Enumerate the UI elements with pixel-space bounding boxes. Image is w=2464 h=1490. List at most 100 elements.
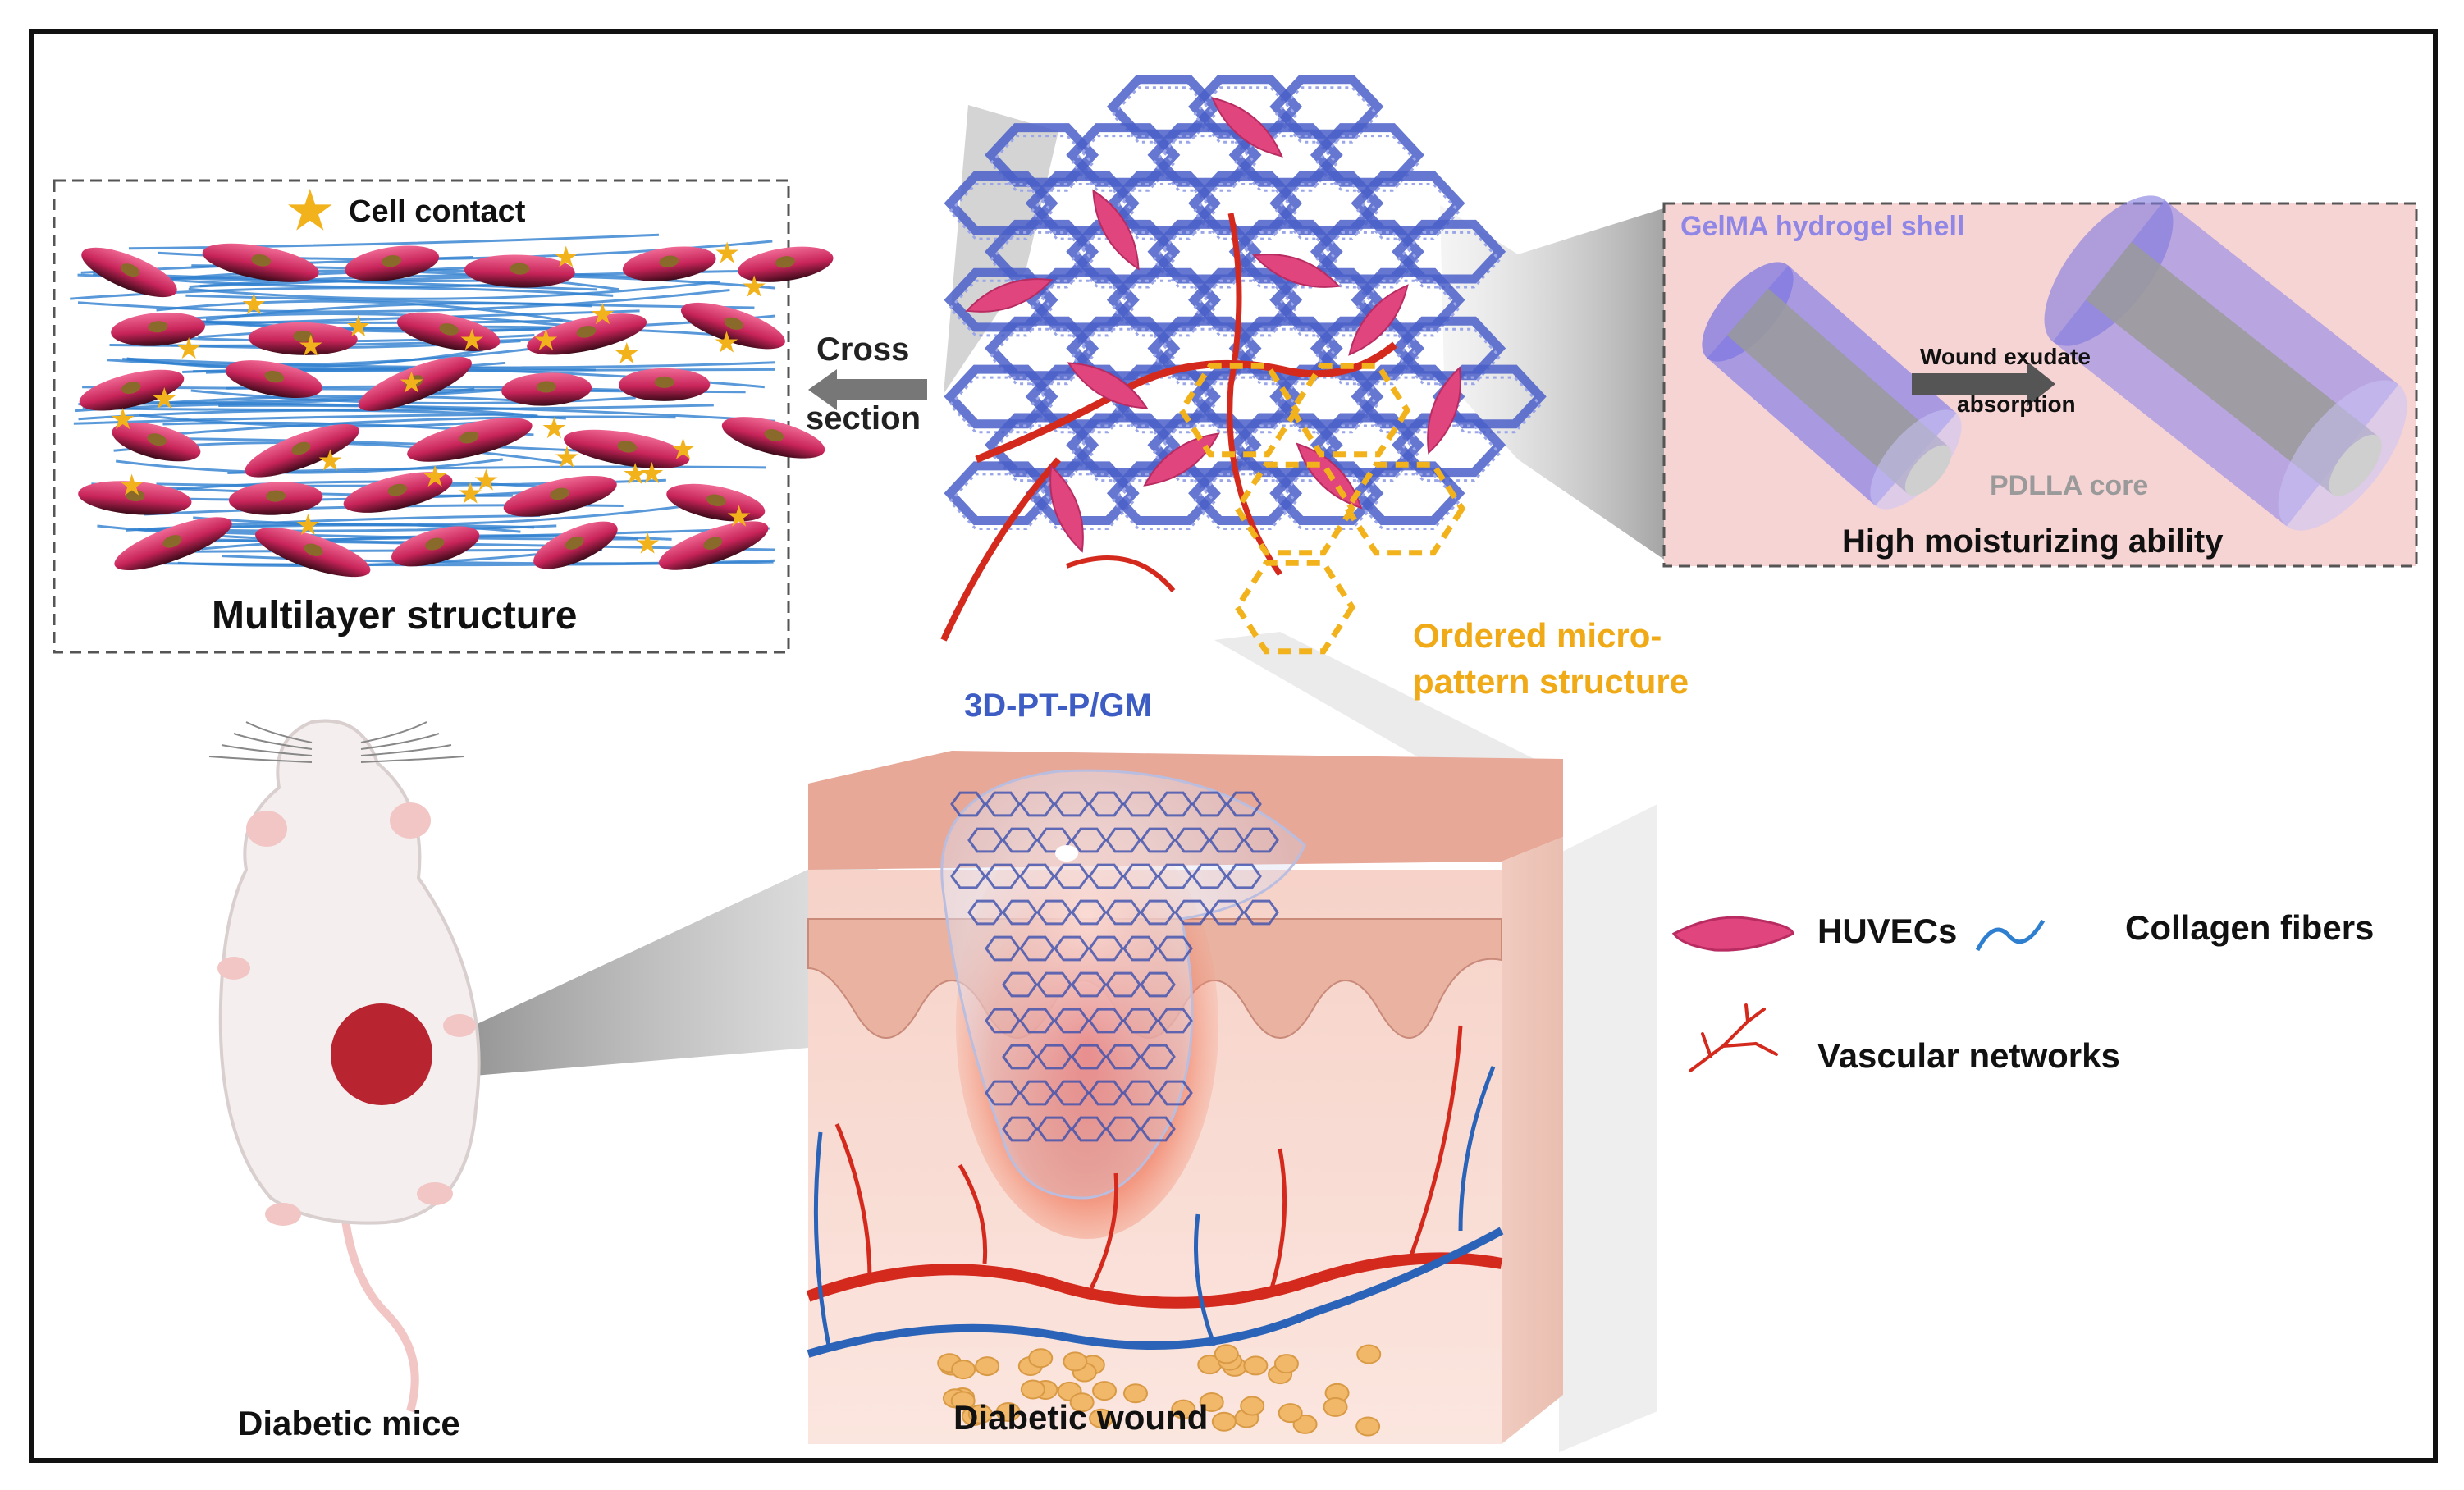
cell-nucleus xyxy=(121,382,141,395)
mouse-paw xyxy=(417,1182,453,1205)
dressing-mesh xyxy=(985,935,1021,962)
cell-nucleus xyxy=(439,323,459,336)
scaffold-strut-layer xyxy=(1151,231,1258,289)
scaffold-strut-layer xyxy=(1273,86,1379,144)
huvec-cell xyxy=(1211,97,1283,158)
dressing-mesh xyxy=(1122,1080,1159,1106)
cell-contact-star: ★ xyxy=(541,412,567,446)
dressing-mesh xyxy=(1122,1008,1159,1034)
figure-frame xyxy=(29,29,2438,1463)
dressing-mesh xyxy=(1157,791,1193,817)
scaffold-strut xyxy=(1228,123,1343,187)
dressing-mesh xyxy=(1054,935,1090,962)
wound-caption: Diabetic wound xyxy=(953,1398,1209,1437)
scaffold-strut-layer xyxy=(1233,424,1339,482)
huvec-cell xyxy=(1348,284,1409,356)
fat-cell xyxy=(967,1404,993,1424)
dressing-mesh xyxy=(1157,1080,1193,1106)
dressing-mesh xyxy=(1088,863,1124,889)
cross-section-arrow xyxy=(808,369,927,410)
cross-label-line2: section xyxy=(806,400,921,436)
cell-contact-star: ★ xyxy=(634,527,661,560)
cell-contact-star: ★ xyxy=(638,457,665,491)
dressing-mesh xyxy=(1226,791,1262,817)
fat-cell xyxy=(1092,1381,1118,1401)
huvec-cell xyxy=(1067,362,1149,409)
cell-contact-star: ★ xyxy=(298,329,324,363)
fat-cell xyxy=(1063,1351,1088,1372)
cell-contact-star: ★ xyxy=(151,382,177,416)
cell-nucleus xyxy=(425,537,445,551)
scaffold-strut xyxy=(1310,413,1424,478)
collagen-fiber xyxy=(139,414,509,428)
dressing-mesh xyxy=(1140,1116,1176,1142)
cell-nucleus xyxy=(264,370,285,383)
collagen-fiber xyxy=(135,309,640,328)
collagen-fiber xyxy=(128,233,660,250)
cell-nucleus xyxy=(293,330,313,342)
venule xyxy=(1194,1213,1217,1346)
collagen-fiber xyxy=(218,404,776,423)
venule xyxy=(813,1131,831,1346)
scaffold-strut-layer xyxy=(1355,183,1461,240)
scaffold-strut-layer xyxy=(1314,327,1420,386)
cell-nucleus xyxy=(764,429,784,441)
mouse-body xyxy=(218,719,481,1225)
mouse-whisker xyxy=(360,744,452,756)
scaffold-strut xyxy=(1392,413,1506,478)
dressing-mesh xyxy=(967,827,1003,853)
cell-nucleus xyxy=(266,490,286,502)
scaffold-strut xyxy=(1106,171,1221,235)
collagen-fiber xyxy=(227,465,766,474)
cell-nucleus xyxy=(147,433,167,446)
dressing-mesh xyxy=(1002,971,1038,998)
capillary xyxy=(1409,1025,1463,1256)
dressing-mesh xyxy=(1191,863,1227,889)
pdlla-core xyxy=(1726,288,1950,494)
cell-nucleus xyxy=(617,441,638,453)
scaffold-strut xyxy=(1066,413,1181,478)
huvec-cell xyxy=(1092,189,1140,271)
scaffold-strut-layer xyxy=(1314,135,1420,192)
mouse-whisker xyxy=(233,733,313,750)
mouse-artwork xyxy=(208,719,481,1413)
dressing-mesh xyxy=(1105,899,1141,926)
micro-pattern-hexagon xyxy=(1288,363,1411,458)
cell-contact-star: ★ xyxy=(622,458,648,491)
dressing-mesh xyxy=(1243,899,1279,926)
cell-contact-star: ★ xyxy=(670,433,696,467)
cell-nucleus xyxy=(251,254,272,267)
fat-cell xyxy=(950,1391,976,1411)
legend-vascular-icon xyxy=(1689,1003,1778,1072)
mouse-tail xyxy=(341,1213,419,1413)
dressing-mesh xyxy=(1140,1044,1176,1070)
cell-contact-star: ★ xyxy=(713,326,739,359)
dressing-mesh xyxy=(1002,1116,1038,1142)
collagen-fiber xyxy=(188,280,720,300)
capillary xyxy=(1089,1172,1119,1290)
beam-mouse-to-wound xyxy=(386,837,878,1083)
collagen-fiber xyxy=(78,409,566,421)
fat-cell xyxy=(1171,1399,1196,1419)
dressing-mesh xyxy=(1036,1116,1072,1142)
micro-pattern-hexagon xyxy=(1233,560,1356,655)
cell-contact-star: ★ xyxy=(714,237,740,271)
dressing-mesh xyxy=(1071,1116,1107,1142)
dressing-mesh xyxy=(1209,899,1245,926)
fat-cell xyxy=(951,1360,976,1380)
scaffold-strut xyxy=(944,461,1058,525)
collagen-fiber xyxy=(115,458,503,474)
scaffold-strut-layer xyxy=(1396,424,1502,482)
cell-contact-star: ★ xyxy=(459,323,485,357)
huvec-cell xyxy=(965,278,1054,313)
cell-contact-star: ★ xyxy=(398,367,424,400)
collagen-fiber xyxy=(177,551,560,568)
scaffold-strut-layer xyxy=(1273,376,1379,434)
fat-cell xyxy=(1273,1354,1299,1374)
scaffold-strut xyxy=(1106,267,1221,332)
mouse-whisker xyxy=(245,721,313,743)
dressing-mesh xyxy=(950,863,986,889)
pdlla-core-end xyxy=(2329,434,2382,496)
scaffold-strut xyxy=(985,316,1099,381)
collagen-fiber xyxy=(178,415,676,436)
